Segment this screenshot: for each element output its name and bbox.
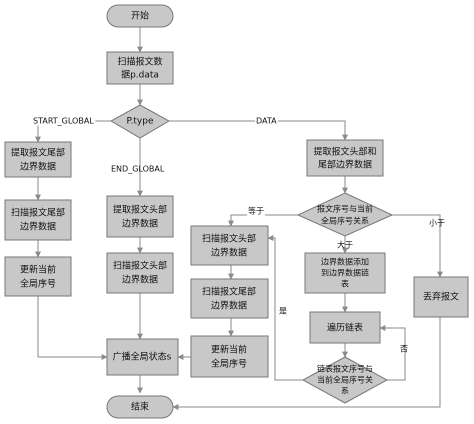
sg-extract-tail-box	[4, 141, 72, 178]
gt-add-box	[304, 252, 386, 294]
edge-discard-to-end	[172, 317, 441, 410]
edge-compare1-equal	[228, 214, 298, 227]
scan-data-box	[106, 51, 174, 85]
connectors	[35, 27, 443, 410]
compare1-label-2: 全局序号关系	[321, 216, 369, 226]
edge-label-start-global-backing	[32, 116, 96, 126]
data-extract-label: 提取报文头部和	[313, 146, 376, 158]
eq-update-label: 更新当前	[211, 344, 247, 356]
edge-label-data-backing	[255, 116, 279, 126]
sg-scan-tail-box	[4, 199, 72, 241]
eq-scan-head-label-2: 边界数据	[211, 247, 247, 259]
eg-scan-head-label: 扫描报文头部	[113, 260, 167, 272]
eg-extract-head-label-2: 边界数据	[122, 218, 158, 230]
broadcast-box	[106, 338, 179, 376]
end-terminal	[106, 395, 174, 419]
end-label: 结束	[131, 401, 149, 413]
node-labels: 开始 扫描报文数 据p.data P.type 提取报文尾部 边界数据 扫描报文…	[11, 10, 459, 413]
start-label: 开始	[131, 10, 149, 22]
scan-data-label-2: 据p.data	[121, 69, 159, 81]
discard-box	[413, 276, 469, 318]
edge-label-yes: 是	[279, 307, 287, 316]
sg-extract-tail-label-2: 边界数据	[20, 161, 56, 173]
ptype-label: P.type	[127, 117, 154, 127]
sg-update-box	[4, 256, 72, 297]
broadcast-label: 广播全局状态s	[113, 351, 172, 363]
data-extract-box	[306, 139, 384, 177]
edge-label-no: 否	[400, 345, 408, 354]
eq-scan-head-box	[190, 225, 269, 266]
eq-scan-tail-label: 扫描报文尾部	[202, 286, 256, 298]
edge-label-equal-backing	[247, 205, 265, 216]
eq-scan-tail-label-2: 边界数据	[211, 300, 247, 312]
edge-compare2-yes	[267, 235, 303, 381]
shapes	[4, 4, 469, 419]
eq-scan-head-label: 扫描报文头部	[202, 233, 256, 245]
edge-labels: START_GLOBAL DATA END_GLOBAL 等于 大于 小于 是 …	[32, 116, 445, 354]
data-extract-label-2: 尾部边界数据	[318, 159, 372, 171]
edge-label-start-global: START_GLOBAL	[33, 117, 94, 126]
start-terminal	[106, 4, 174, 28]
gt-add-label: 边界数据添加	[321, 257, 369, 267]
scan-data-label: 扫描报文数	[117, 56, 162, 68]
compare2-label-3: 系	[341, 386, 349, 396]
edge-compare2-no	[379, 325, 406, 381]
eg-scan-head-box	[106, 252, 174, 294]
edge-label-end-global: END_GLOBAL	[111, 165, 165, 174]
edge-label-data: DATA	[256, 117, 277, 126]
traverse-label: 遍历链表	[327, 322, 363, 334]
edge-ptype-to-data	[169, 120, 348, 141]
sg-update-label-2: 全局序号	[20, 278, 56, 290]
edge-label-equal: 等于	[248, 206, 264, 216]
ptype-decision	[109, 104, 171, 139]
eq-update-label-2: 全局序号	[211, 358, 247, 370]
eg-extract-head-box	[106, 195, 174, 238]
gt-add-label-2: 到边界数据链	[321, 268, 369, 278]
edge-label-less: 小于	[429, 219, 445, 228]
sg-scan-tail-label: 扫描报文尾部	[11, 207, 65, 219]
gt-add-label-3: 表	[341, 279, 349, 289]
eg-scan-head-label-2: 边界数据	[122, 274, 158, 286]
edge-label-greater: 大于	[337, 240, 353, 250]
eq-update-box	[190, 335, 269, 378]
eq-scan-tail-box	[190, 278, 269, 319]
sg-scan-tail-label-2: 边界数据	[20, 221, 56, 233]
edge-sg-update-to-broadcast	[37, 296, 108, 360]
compare1-decision	[296, 192, 394, 237]
edge-compare1-less	[392, 214, 443, 278]
eg-extract-head-label: 提取报文头部	[113, 204, 167, 216]
compare2-label-2: 当前全局序号关	[317, 375, 373, 385]
compare1-label: 报文序号与当前	[317, 204, 373, 214]
discard-label: 丢弃报文	[423, 291, 459, 303]
traverse-box	[309, 311, 381, 344]
compare2-label: 链表报文序号与	[317, 364, 373, 374]
sg-extract-tail-label: 提取报文尾部	[11, 147, 65, 159]
sg-update-label: 更新当前	[20, 264, 56, 276]
compare2-decision	[301, 356, 389, 404]
